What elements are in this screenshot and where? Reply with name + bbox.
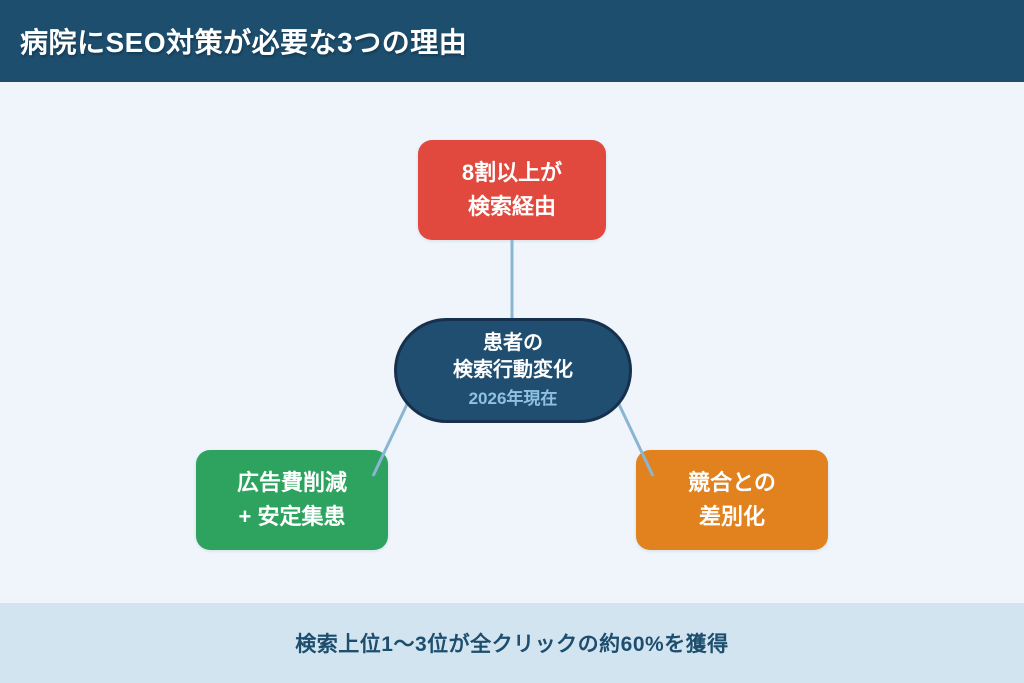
node-search-origin-line2: 検索経由 [467,194,556,219]
node-differentiation-line1: 競合との [688,469,776,495]
node-ad-cost-line1: 広告費削減 [236,469,347,495]
node-ad-cost: 広告費削減 + 安定集患 [196,450,388,550]
node-differentiation-line2: 差別化 [698,504,765,529]
node-center-line2: 検索行動変化 [453,359,573,382]
node-search-origin-line1: 8割以上が [461,159,563,185]
node-center-subtitle: 2026年現在 [468,389,558,409]
node-ad-cost-line2: + 安定集患 [238,504,346,529]
node-center-line1: 患者の [483,332,543,355]
footer-note: 検索上位1〜3位が全クリックの約60%を獲得 [295,633,729,656]
header-bar: 病院にSEO対策が必要な3つの理由 [0,0,1024,82]
node-search-origin: 8割以上が 検索経由 [418,140,606,240]
node-center-behavior: 患者の 検索行動変化 2026年現在 [394,318,632,423]
footer-strip: 検索上位1〜3位が全クリックの約60%を獲得 [0,603,1024,683]
node-differentiation: 競合との 差別化 [636,450,828,550]
page-title: 病院にSEO対策が必要な3つの理由 [20,27,468,58]
